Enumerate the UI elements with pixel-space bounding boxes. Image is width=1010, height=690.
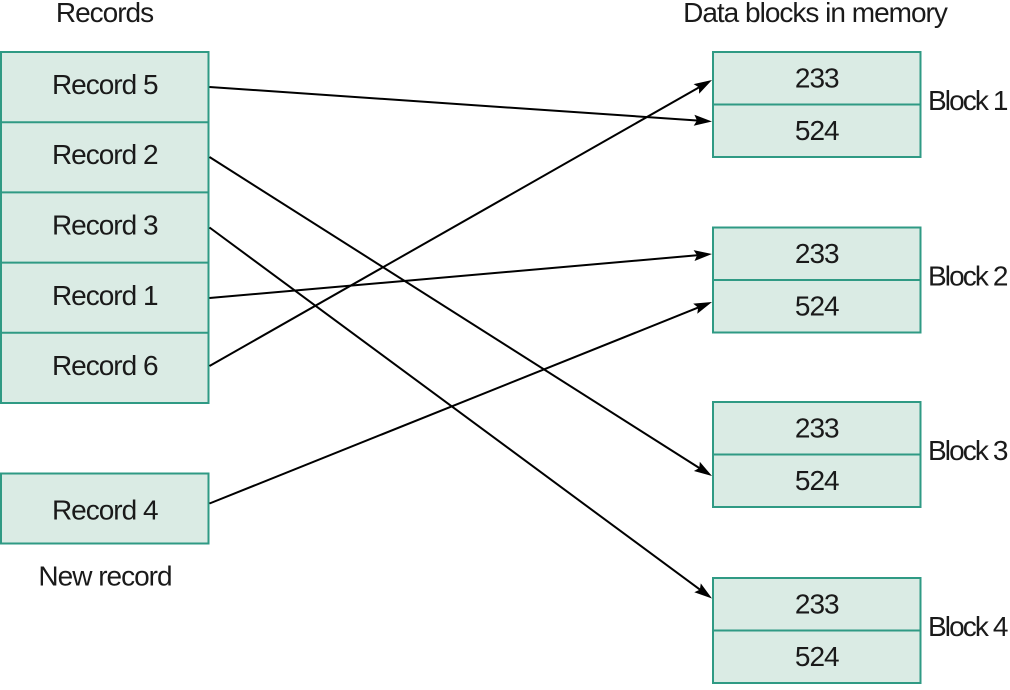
svg-text:233: 233 [795,588,839,619]
svg-text:233: 233 [795,62,839,93]
svg-text:524: 524 [795,641,839,672]
svg-text:Record 4: Record 4 [52,495,158,526]
svg-text:233: 233 [795,238,839,269]
svg-text:524: 524 [795,290,839,321]
svg-text:Block 1: Block 1 [928,85,1008,116]
svg-text:Record 6: Record 6 [52,350,158,381]
svg-text:Record 2: Record 2 [52,139,158,170]
svg-text:524: 524 [795,465,839,496]
svg-text:Block 2: Block 2 [928,261,1008,292]
svg-text:Record 5: Record 5 [52,69,158,100]
svg-text:Data blocks in memory: Data blocks in memory [683,0,948,28]
svg-text:233: 233 [795,412,839,443]
svg-text:Block 4: Block 4 [928,611,1008,642]
svg-text:524: 524 [795,115,839,146]
svg-text:Block 3: Block 3 [928,435,1008,466]
svg-text:New record: New record [38,561,171,592]
svg-text:Record 3: Record 3 [52,210,158,241]
svg-text:Records: Records [56,0,153,28]
svg-text:Record 1: Record 1 [52,280,158,311]
